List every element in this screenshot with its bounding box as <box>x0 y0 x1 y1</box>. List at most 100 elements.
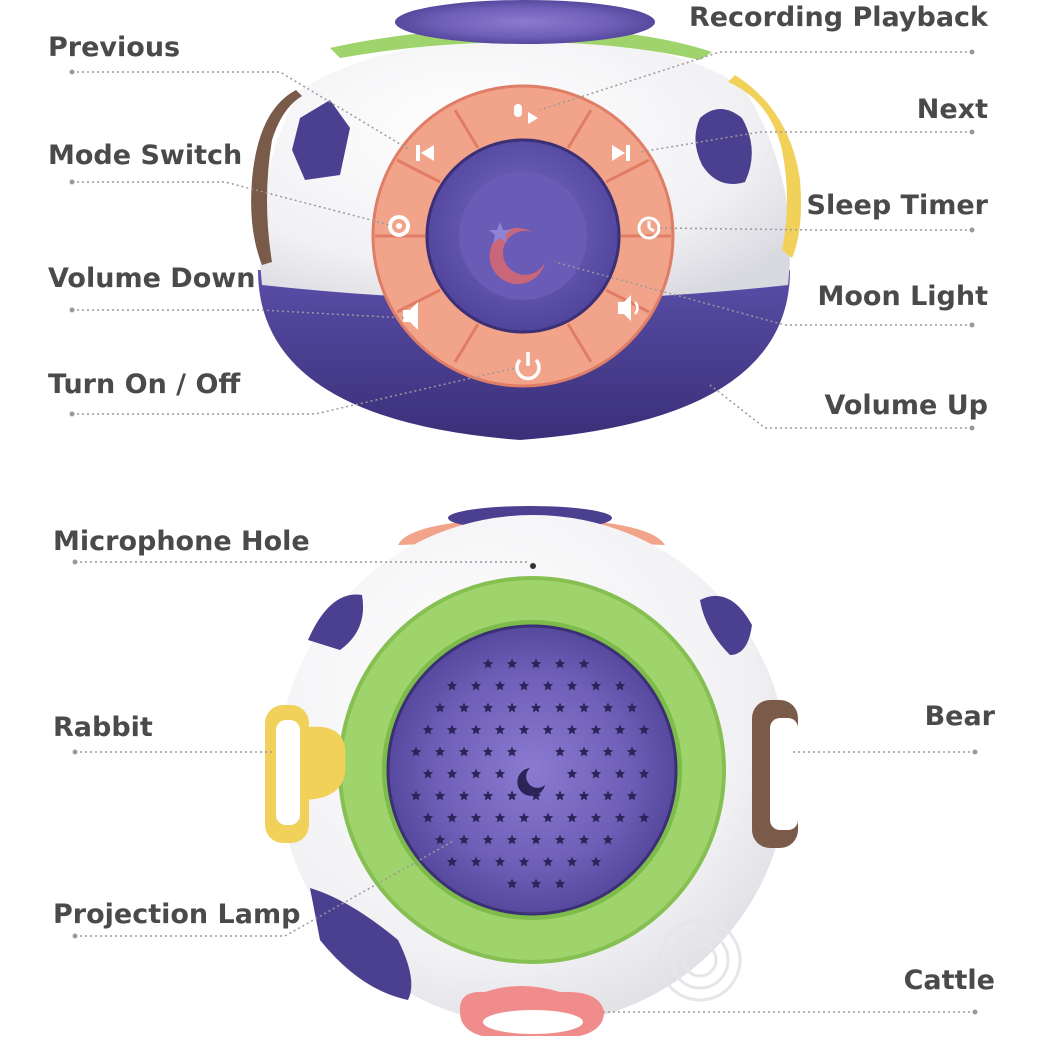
leader-moon-light <box>554 261 972 326</box>
projection-star <box>422 724 434 735</box>
swirl-texture <box>658 918 742 1002</box>
volume-up-button[interactable] <box>618 295 639 321</box>
projection-star <box>626 746 638 757</box>
label-cattle: Cattle <box>903 965 995 996</box>
projection-star <box>554 878 566 889</box>
projection-star <box>602 790 614 801</box>
bear-figure[interactable] <box>752 700 798 848</box>
label-volume-down: Volume Down <box>48 263 256 294</box>
side-ear-left-brown <box>251 90 302 265</box>
leader-turn-on-off <box>72 367 516 415</box>
stud-left-top <box>308 594 364 650</box>
projection-star <box>614 724 626 735</box>
bottom-device-view <box>265 506 798 1036</box>
label-rabbit: Rabbit <box>53 712 153 743</box>
rabbit-figure[interactable] <box>265 705 346 843</box>
projection-star <box>422 768 434 779</box>
mode-switch-icon <box>388 215 410 237</box>
projection-star <box>482 702 494 713</box>
projection-star <box>482 658 494 669</box>
side-ear-right-yellow <box>728 75 801 258</box>
projection-star <box>614 768 626 779</box>
previous-icon <box>416 145 434 161</box>
projection-moon <box>517 768 545 796</box>
projection-star <box>542 724 554 735</box>
next-icon <box>612 145 630 161</box>
projection-star <box>530 878 542 889</box>
leader-next <box>639 131 972 153</box>
projection-star <box>638 812 650 823</box>
stud-right-top <box>700 595 752 655</box>
leader-sleep-timer <box>659 227 972 231</box>
stud-left-bottom <box>310 888 412 1000</box>
projection-star <box>626 702 638 713</box>
projection-star <box>470 768 482 779</box>
projection-star <box>434 746 446 757</box>
projection-star <box>566 680 578 691</box>
label-bear: Bear <box>924 701 995 732</box>
projection-star <box>470 856 482 867</box>
projection-star <box>518 812 530 823</box>
projection-star <box>602 834 614 845</box>
sleep-timer-icon <box>637 216 661 240</box>
device-top-dome <box>395 0 655 44</box>
mode-switch-button[interactable] <box>388 215 410 237</box>
volume-down-button[interactable] <box>403 302 418 330</box>
projection-star <box>590 856 602 867</box>
leader-lines <box>69 49 978 1015</box>
projection-star <box>590 680 602 691</box>
cattle-figure[interactable] <box>459 986 604 1036</box>
label-next: Next <box>916 94 988 125</box>
projection-star <box>470 724 482 735</box>
projection-star <box>506 658 518 669</box>
projection-star <box>578 658 590 669</box>
projection-star <box>458 746 470 757</box>
projection-star <box>602 702 614 713</box>
stud-flower-right <box>695 109 752 184</box>
projection-star <box>482 790 494 801</box>
projection-star <box>578 834 590 845</box>
projection-star <box>542 856 554 867</box>
projection-star <box>446 724 458 735</box>
next-button[interactable] <box>612 145 630 161</box>
projection-star <box>446 812 458 823</box>
star-icon <box>489 222 511 243</box>
projection-star <box>482 834 494 845</box>
projection-star <box>554 790 566 801</box>
volume-down-icon <box>403 302 418 330</box>
label-volume-up: Volume Up <box>824 390 988 421</box>
power-icon <box>515 352 541 381</box>
leader-mode-switch <box>72 181 391 226</box>
projection-star <box>434 834 446 845</box>
projection-star <box>446 680 458 691</box>
projection-star <box>614 812 626 823</box>
projection-star <box>530 702 542 713</box>
projection-star <box>446 768 458 779</box>
projection-star <box>434 790 446 801</box>
label-mode-switch: Mode Switch <box>48 140 243 171</box>
projection-star <box>554 746 566 757</box>
projection-star <box>518 724 530 735</box>
label-recording-playback: Recording Playback <box>688 2 988 33</box>
projection-star <box>530 834 542 845</box>
projection-star <box>470 680 482 691</box>
recording-playback-icon <box>514 104 538 124</box>
projection-star <box>590 768 602 779</box>
projection-star <box>506 702 518 713</box>
label-microphone-hole: Microphone Hole <box>53 526 310 557</box>
previous-button[interactable] <box>416 145 434 161</box>
moon-icon <box>489 228 545 285</box>
projection-lamp[interactable] <box>386 624 678 916</box>
projection-star <box>554 658 566 669</box>
projection-star <box>458 790 470 801</box>
projection-star <box>470 812 482 823</box>
projection-star <box>410 746 422 757</box>
sleep-timer-button[interactable] <box>637 216 661 240</box>
projection-star <box>494 680 506 691</box>
leader-projection-lamp <box>75 839 456 937</box>
projection-star <box>446 856 458 867</box>
projection-star <box>410 790 422 801</box>
power-button[interactable] <box>515 352 541 381</box>
recording-playback-button[interactable] <box>514 104 538 124</box>
label-turn-on-off: Turn On / Off <box>48 369 241 400</box>
